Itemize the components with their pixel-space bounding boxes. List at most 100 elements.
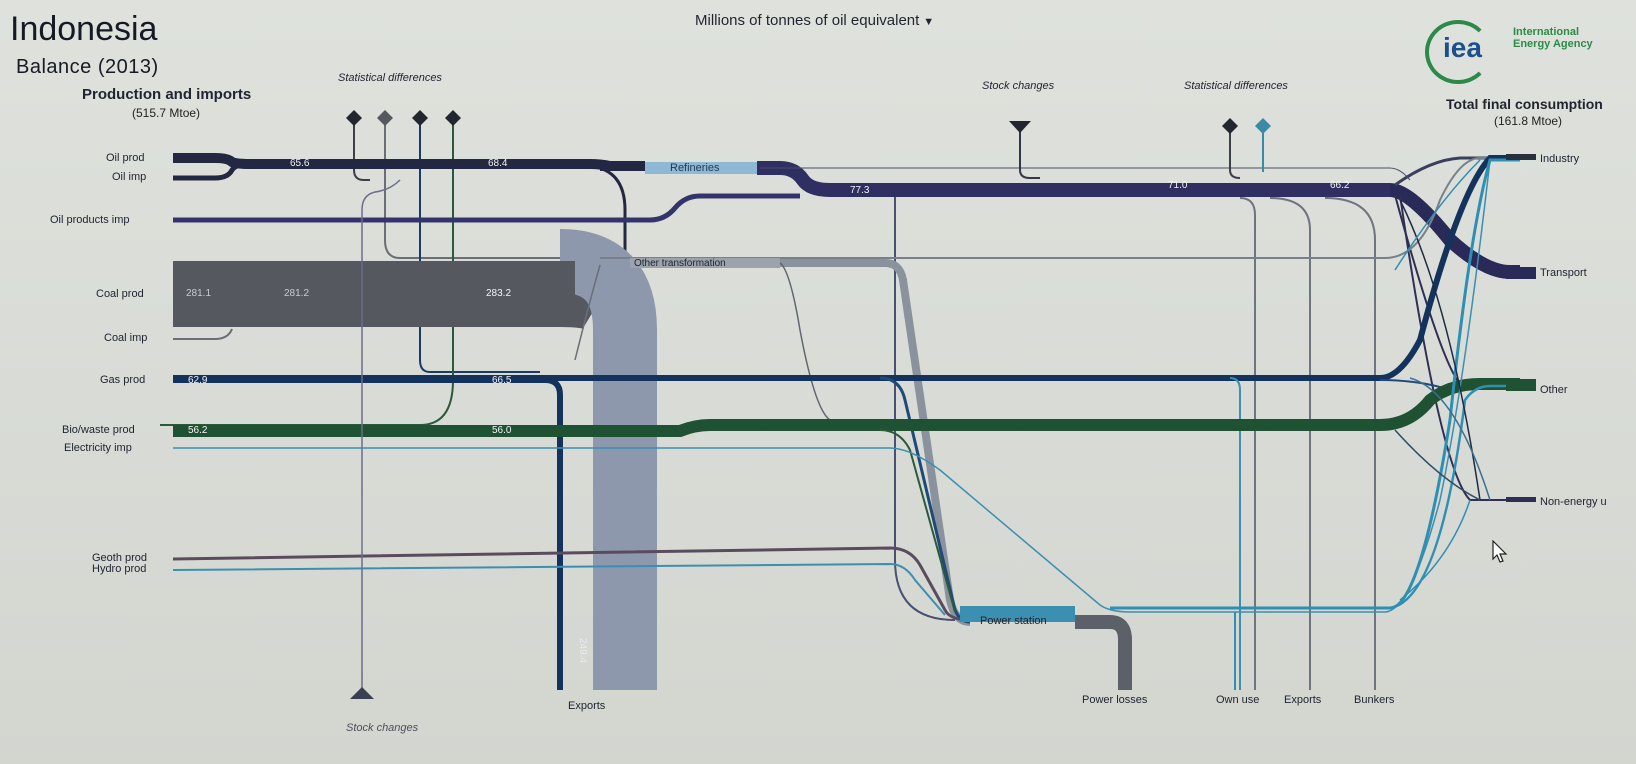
logo-name: International Energy Agency — [1513, 26, 1593, 50]
industry-bar — [1506, 154, 1536, 160]
value-oil-products-mid: 71.0 — [1168, 180, 1188, 191]
production-imports-total: (515.7 Mtoe) — [132, 106, 201, 120]
stock-changes-top-label: Stock changes — [982, 80, 1055, 92]
stat-diff-right-diamond-1 — [1222, 118, 1238, 134]
source-label-coal-prod[interactable]: Coal prod — [96, 288, 144, 300]
coal-to-industry — [600, 157, 1520, 259]
source-label-oil-products-imp[interactable]: Oil products imp — [50, 214, 130, 226]
stat-diff-right-diamond-2 — [1255, 118, 1271, 134]
chevron-down-icon: ▼ — [923, 16, 935, 28]
logo-name-line2: Energy Agency — [1513, 38, 1593, 50]
diamond-1 — [346, 110, 362, 126]
other-transformation-line-3 — [574, 264, 601, 361]
source-label-geoth-prod[interactable]: Geoth prod — [92, 552, 148, 564]
stat-diff-line-3 — [419, 118, 540, 373]
units-dropdown[interactable]: Millions of tonnes of oil equivalent▼ — [695, 12, 934, 29]
gas-own-use — [1229, 377, 1241, 690]
oil-products-to-industry — [1394, 156, 1520, 187]
oil-products-to-nonenergy — [1399, 194, 1520, 501]
stock-changes-bottom-label: Stock changes — [346, 722, 419, 734]
value-gas-after: 66.5 — [492, 375, 512, 386]
diamond-3 — [412, 110, 428, 126]
other-transformation-node[interactable] — [630, 258, 780, 268]
other-transformation-to-power — [780, 259, 971, 626]
logo-ring-icon — [1425, 20, 1491, 84]
cross-4 — [1399, 499, 1471, 601]
stat-diff-right-line-1 — [1229, 128, 1241, 179]
cross-5 — [1394, 159, 1481, 271]
cross-3 — [1394, 429, 1481, 501]
power-losses-flow — [1075, 615, 1132, 690]
source-label-electricity-imp[interactable]: Electricity imp — [64, 442, 132, 454]
power-losses-label: Power losses — [1082, 694, 1148, 706]
coal-band-fill — [173, 261, 575, 327]
units-label: Millions of tonnes of oil equivalent — [695, 12, 920, 29]
source-label-oil-imp[interactable]: Oil imp — [112, 171, 147, 183]
destination-label-other[interactable]: Other — [1540, 384, 1568, 396]
stock-changes-bottom-arrow — [350, 687, 374, 699]
final-consumption-total: (161.8 Mtoe) — [1494, 114, 1563, 128]
electricity-imp-flow — [173, 159, 1520, 613]
value-coal-prod: 281.1 — [186, 288, 212, 299]
value-bio-after: 56.0 — [492, 425, 512, 436]
power-station-label[interactable]: Power station — [980, 615, 1047, 627]
value-coal-mid: 281.2 — [284, 288, 310, 299]
power-to-industry — [1110, 158, 1520, 610]
logo-word: iea — [1443, 32, 1482, 63]
refinery-output — [757, 161, 1390, 197]
stock-changes-bottom-flow — [361, 179, 401, 690]
nonenergy-bar — [1506, 497, 1536, 502]
destination-label-transport[interactable]: Transport — [1540, 267, 1587, 279]
stat-diff-right-label: Statistical differences — [1184, 80, 1288, 92]
destination-label-nonenergy[interactable]: Non-energy u — [1540, 496, 1607, 508]
value-oil-prod: 65.6 — [290, 158, 310, 169]
refinery-thin-line — [760, 167, 1411, 181]
oil-prod-flow — [173, 153, 611, 171]
oil-products-bunkers — [1324, 197, 1376, 690]
stat-diff-line-1 — [353, 118, 370, 181]
source-label-bio-prod[interactable]: Bio/waste prod — [62, 424, 135, 436]
stat-diff-line-2 — [384, 118, 610, 259]
oil-products-exports — [1269, 197, 1311, 690]
source-label-oil-prod[interactable]: Oil prod — [106, 152, 145, 164]
bio-prod-flow — [173, 378, 1520, 437]
value-coal-exports: 249.4 — [577, 638, 588, 664]
exports-right-label: Exports — [1284, 694, 1322, 706]
other-bar — [1506, 379, 1536, 391]
transport-bar — [1506, 267, 1536, 279]
oil-to-exports — [589, 164, 627, 690]
own-use-label: Own use — [1216, 694, 1260, 706]
exports-bottom-label: Exports — [568, 700, 606, 712]
refineries-label[interactable]: Refineries — [670, 162, 720, 174]
mouse-cursor-icon — [1492, 540, 1508, 563]
oil-products-imp-flow — [173, 193, 800, 223]
value-oil-after-imports: 68.4 — [488, 158, 508, 169]
bunkers-label: Bunkers — [1354, 694, 1395, 706]
gas-main-flow — [173, 155, 1520, 381]
stat-diff-left-label: Statistical differences — [338, 72, 442, 84]
refineries-node[interactable] — [645, 162, 757, 174]
diamond-2 — [377, 110, 393, 126]
country-title: Indonesia — [10, 10, 158, 48]
oil-products-own-use — [1239, 197, 1256, 690]
balance-title: Balance (2013) — [16, 56, 159, 78]
final-consumption-title: Total final consumption — [1446, 96, 1603, 112]
source-label-gas-prod[interactable]: Gas prod — [100, 374, 146, 386]
coal-imp-flow — [173, 328, 233, 340]
hydro-prod-flow — [172, 562, 946, 616]
iea-logo: iea International Energy Agency — [1425, 14, 1635, 84]
destination-label-industry[interactable]: Industry — [1540, 153, 1580, 165]
other-transformation-label[interactable]: Other transformation — [634, 258, 726, 269]
source-label-coal-imp[interactable]: Coal imp — [104, 332, 148, 344]
value-gas-prod: 62.9 — [188, 375, 208, 386]
bio-to-power — [879, 429, 956, 613]
stock-changes-top-flow — [1019, 128, 1040, 179]
source-label-hydro-prod[interactable]: Hydro prod — [92, 563, 147, 575]
value-oil-products-end: 66.2 — [1330, 180, 1350, 191]
value-bio-prod: 56.2 — [188, 425, 208, 436]
diamond-4 — [445, 110, 461, 126]
cross-2 — [1409, 377, 1491, 501]
power-to-other — [1389, 384, 1520, 610]
